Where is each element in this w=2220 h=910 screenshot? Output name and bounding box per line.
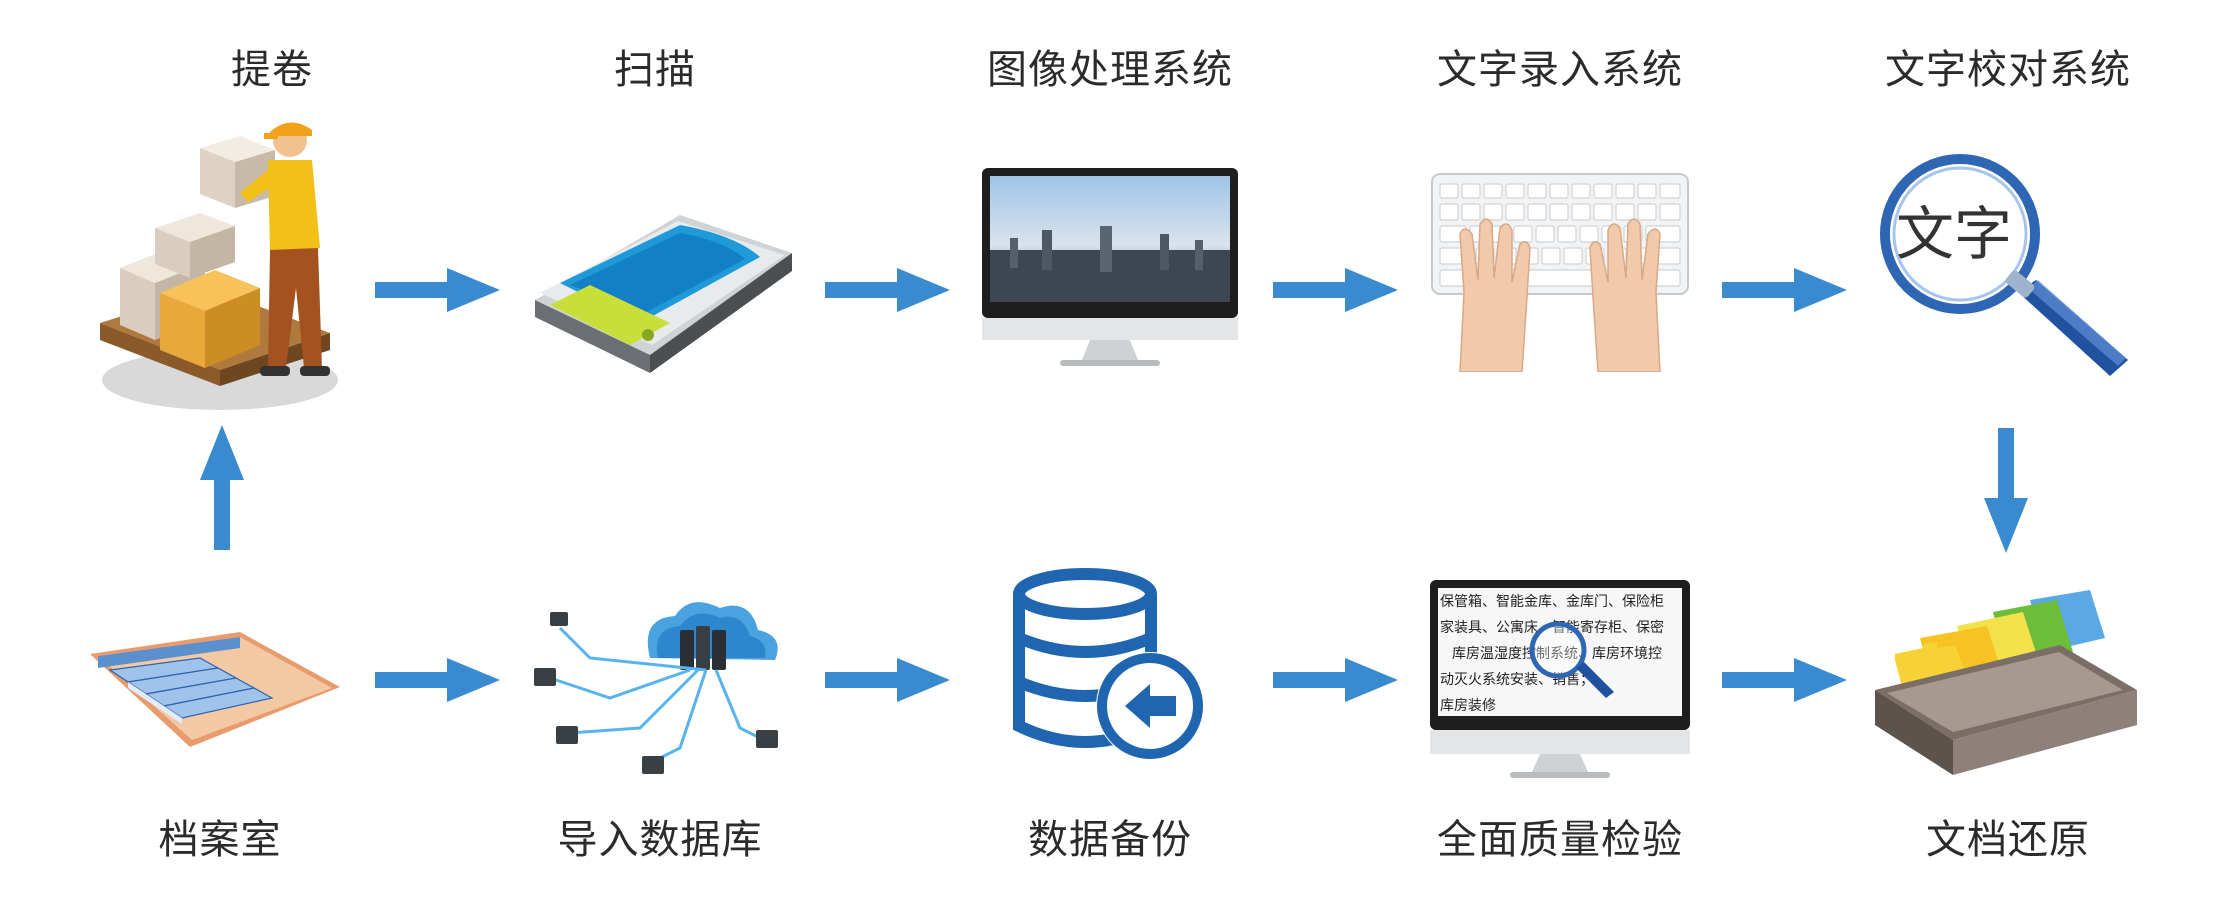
step-label-proofreading: 文字校对系统 xyxy=(1885,47,2131,93)
step-label-backup: 数据备份 xyxy=(1028,817,1192,863)
flow-arrow-up-icon xyxy=(200,425,244,550)
quality-check-monitor-icon: 保管箱、智能金库、金库门、保险柜 家装具、公寓床、智能寄存柜、保密 库房温湿度控… xyxy=(1430,580,1690,778)
database-backup-icon xyxy=(1013,568,1204,760)
magnifier-icon: 文字 xyxy=(1880,154,2128,376)
step-label-tijuan: 提卷 xyxy=(231,47,313,93)
flow-arrow-right-icon xyxy=(1722,268,1847,312)
worker-with-boxes-icon xyxy=(100,122,338,410)
step-label-text-entry: 文字录入系统 xyxy=(1437,47,1683,93)
flow-arrow-right-icon xyxy=(375,268,500,312)
flow-arrow-right-icon xyxy=(825,268,950,312)
flow-arrow-right-icon xyxy=(825,658,950,702)
screen-line: 保管箱、智能金库、金库门、保险柜 xyxy=(1440,594,1664,610)
magnifier-text: 文字 xyxy=(1896,200,2012,268)
step-label-quality-check: 全面质量检验 xyxy=(1437,817,1683,863)
step-label-import-db: 导入数据库 xyxy=(557,817,763,863)
flow-arrow-right-icon xyxy=(375,658,500,702)
step-label-restore: 文档还原 xyxy=(1926,817,2090,863)
step-label-scan: 扫描 xyxy=(614,47,696,93)
scanner-icon xyxy=(535,215,792,373)
step-label-archive-room: 档案室 xyxy=(158,817,282,863)
step-label-image-processing: 图像处理系统 xyxy=(987,47,1233,93)
monitor-icon xyxy=(982,168,1238,366)
screen-line: 库房温湿度控制系统、库房环境控 xyxy=(1452,646,1662,662)
screen-line: 库房装修 xyxy=(1440,698,1496,714)
flow-arrow-right-icon xyxy=(1722,658,1847,702)
flow-arrow-down-icon xyxy=(1984,428,2028,553)
flow-arrow-right-icon xyxy=(1273,658,1398,702)
keyboard-typing-icon xyxy=(1431,173,1689,372)
screen-line: 家装具、公寓床、智能寄存柜、保密 xyxy=(1440,619,1664,636)
archive-room-icon xyxy=(90,632,340,747)
flow-arrow-right-icon xyxy=(1273,268,1398,312)
network-cloud-icon xyxy=(534,602,778,774)
file-drawer-icon xyxy=(1875,590,2137,775)
